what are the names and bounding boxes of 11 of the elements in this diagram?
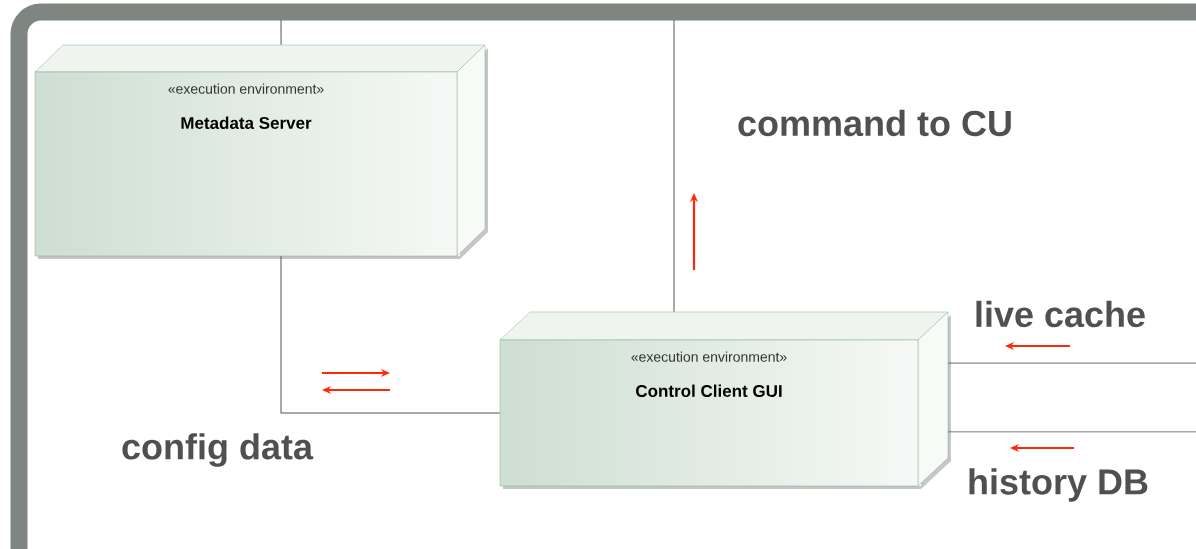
connector-line bbox=[673, 19, 675, 313]
node-box: «execution environment» Control Client GUI bbox=[499, 311, 951, 489]
edge-label: live cache bbox=[976, 300, 1145, 328]
edge-label: history DB bbox=[969, 468, 1148, 502]
connector-line bbox=[947, 362, 1196, 364]
connector-line bbox=[947, 431, 1196, 433]
node-box: «execution environment» Metadata Server bbox=[34, 44, 488, 259]
connector-line bbox=[280, 255, 501, 414]
connector-line bbox=[280, 19, 282, 46]
edge-label: config data bbox=[122, 433, 314, 467]
edge-label: command to CU bbox=[738, 109, 1011, 137]
